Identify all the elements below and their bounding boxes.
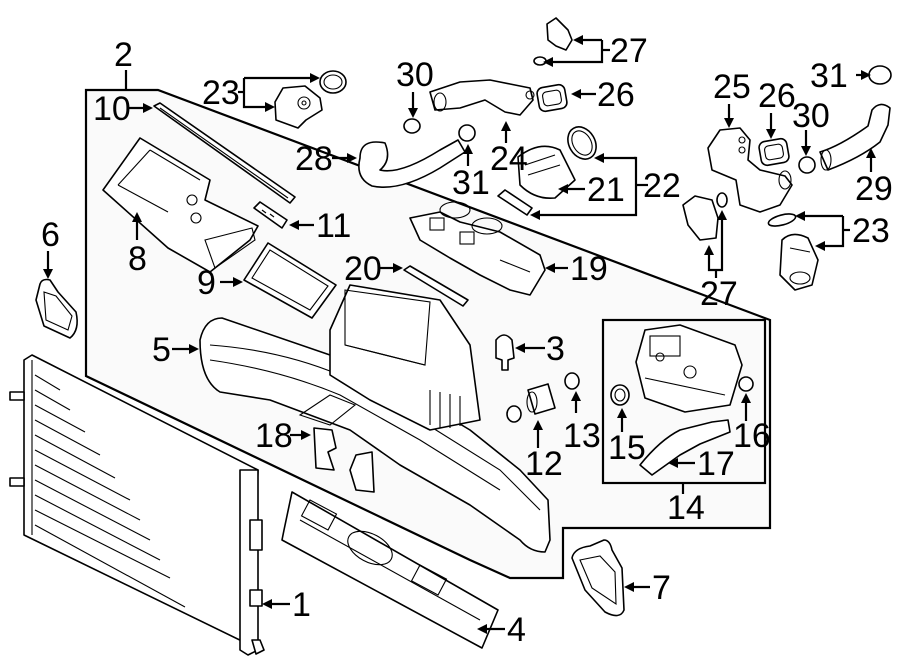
callout-8[interactable]: 8 <box>128 240 147 278</box>
callout-31-right[interactable]: 31 <box>810 57 848 95</box>
callout-labels: 1 2 3 4 5 6 7 8 9 10 11 12 13 14 15 16 1… <box>41 32 893 649</box>
callout-2[interactable]: 2 <box>114 36 133 74</box>
callout-30-left[interactable]: 30 <box>396 56 434 94</box>
gasket-26-right-part <box>758 137 790 167</box>
callout-31-left[interactable]: 31 <box>452 164 490 202</box>
sensor-27-top-part <box>533 17 573 66</box>
callout-26-left[interactable]: 26 <box>597 76 635 114</box>
callout-9[interactable]: 9 <box>197 264 216 302</box>
gasket-26-left-part <box>536 83 568 113</box>
cap-31-right-part <box>868 65 892 85</box>
throttle-body-part <box>409 201 546 296</box>
radiator-part <box>9 354 265 656</box>
callout-27-top[interactable]: 27 <box>610 32 648 70</box>
callout-25[interactable]: 25 <box>713 68 751 106</box>
callout-11[interactable]: 11 <box>316 207 351 245</box>
thermostat-housing-23-left-part <box>274 70 347 129</box>
clamp-13-part <box>564 372 580 390</box>
leader-lines <box>43 35 876 634</box>
hose-28-part <box>358 139 466 188</box>
bracket-part <box>253 201 288 229</box>
callout-19[interactable]: 19 <box>570 250 608 288</box>
callout-4[interactable]: 4 <box>507 611 526 649</box>
callout-21[interactable]: 21 <box>587 171 625 209</box>
callout-3[interactable]: 3 <box>546 330 565 368</box>
callout-1[interactable]: 1 <box>292 586 311 624</box>
callout-5[interactable]: 5 <box>152 331 171 369</box>
reservoir-part <box>610 324 754 476</box>
coolant-pipe-part <box>429 79 535 116</box>
callout-29[interactable]: 29 <box>855 170 893 208</box>
callout-15[interactable]: 15 <box>608 429 646 467</box>
callout-20[interactable]: 20 <box>344 250 382 288</box>
clamps-22-part <box>497 126 597 216</box>
callout-7[interactable]: 7 <box>652 569 671 607</box>
gasket-20-part <box>403 265 469 307</box>
callout-17[interactable]: 17 <box>697 445 735 483</box>
thermostat-23-right-part <box>767 213 819 291</box>
clamp-31-left-part <box>458 124 476 142</box>
callout-27-bottom[interactable]: 27 <box>700 275 738 313</box>
hose-12-part <box>506 383 556 423</box>
callout-12[interactable]: 12 <box>525 445 563 483</box>
callout-23-left[interactable]: 23 <box>202 74 240 112</box>
callout-22[interactable]: 22 <box>643 167 681 205</box>
seal-6-part <box>35 278 78 339</box>
lower-duct-panel-part <box>281 491 499 649</box>
seal-7-part <box>571 539 625 617</box>
clamp-30-right-part <box>798 156 816 174</box>
callout-30-right[interactable]: 30 <box>792 97 830 135</box>
seal-strip-part <box>153 102 296 204</box>
callout-6[interactable]: 6 <box>41 216 60 254</box>
valve-3-part <box>495 334 515 371</box>
callout-28[interactable]: 28 <box>295 140 333 178</box>
callout-23-right[interactable]: 23 <box>852 212 890 250</box>
callout-10[interactable]: 10 <box>93 90 131 128</box>
callout-13[interactable]: 13 <box>563 417 601 455</box>
air-intake-duct-part <box>199 317 551 553</box>
callout-18[interactable]: 18 <box>255 417 293 455</box>
sensor-27-mid-part <box>682 192 728 241</box>
insulator-pads-part <box>313 427 375 493</box>
air-box-part <box>329 284 481 431</box>
coolant-housing-part <box>707 127 793 213</box>
hose-29-part <box>819 103 891 171</box>
callout-14[interactable]: 14 <box>667 489 705 527</box>
air-cleaner-cover-part <box>102 137 259 273</box>
filter-element-part <box>243 242 337 319</box>
clamp-30-left-part <box>403 118 421 134</box>
callout-24[interactable]: 24 <box>490 140 528 178</box>
callout-16[interactable]: 16 <box>733 417 771 455</box>
callout-26-right[interactable]: 26 <box>758 77 796 115</box>
